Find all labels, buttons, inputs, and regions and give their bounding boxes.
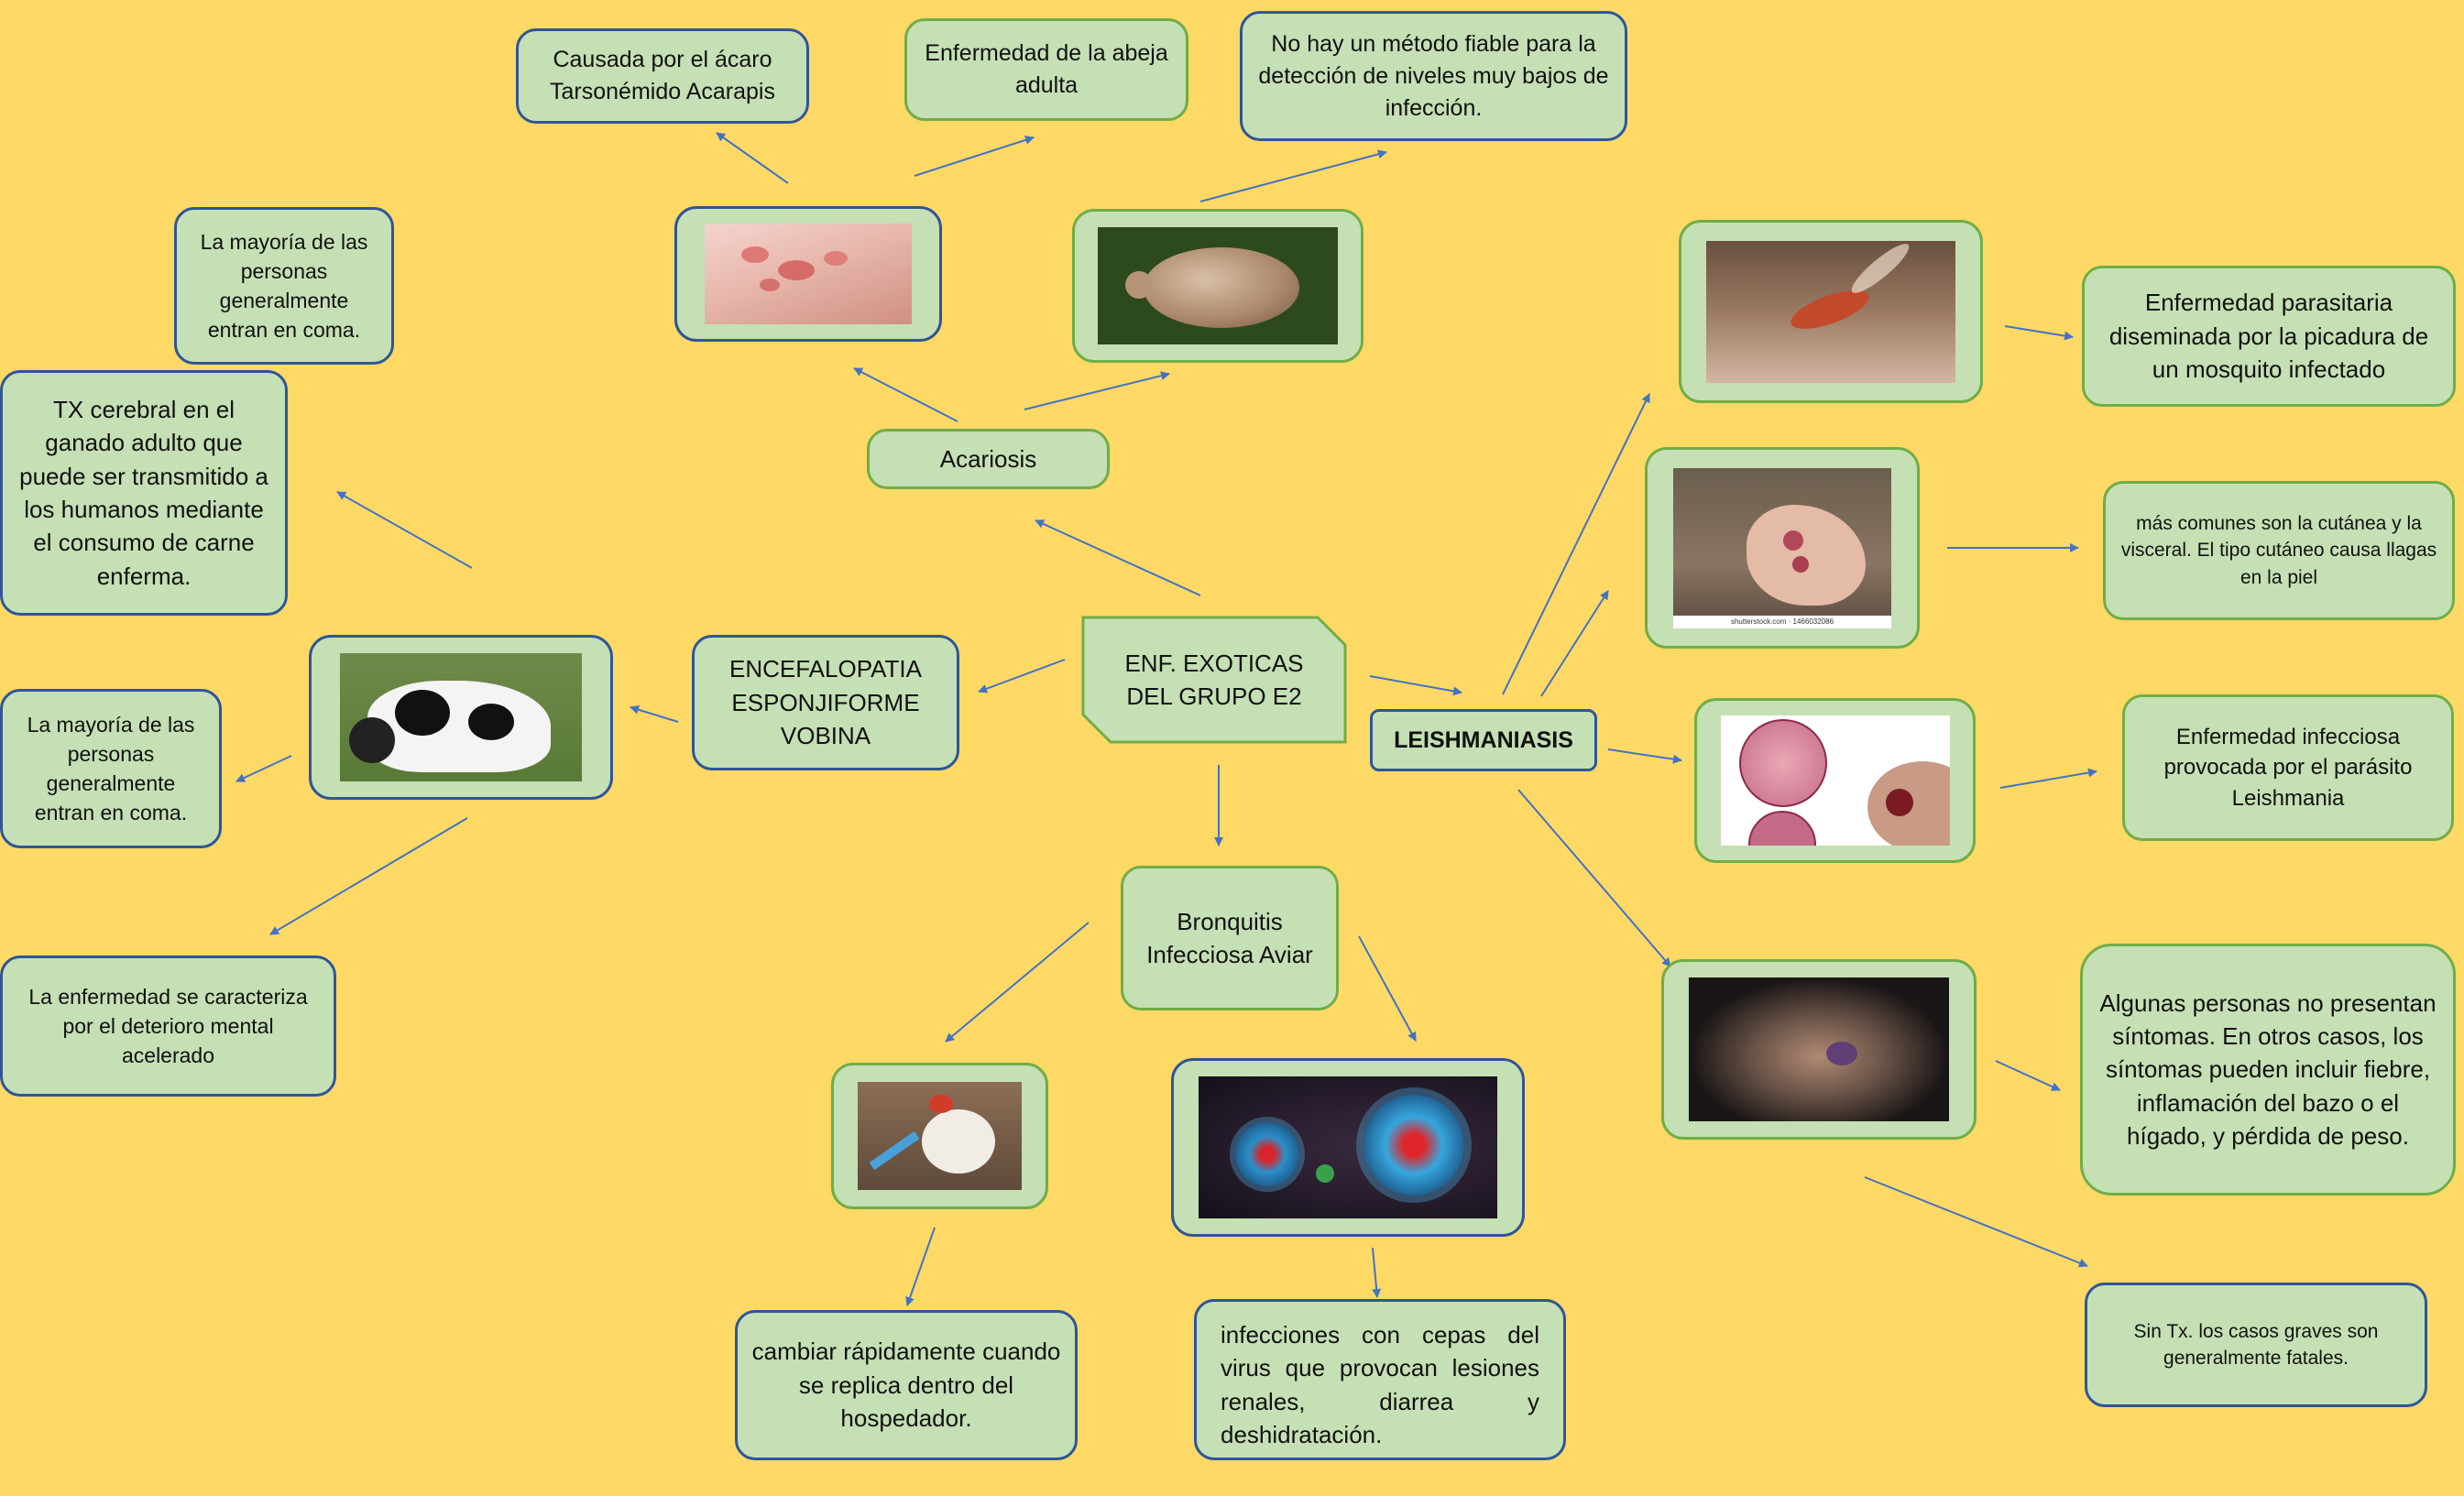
arrow-leish-face (1518, 790, 1670, 966)
mosquito-image-frame (1679, 220, 1983, 403)
mite-photo (1098, 227, 1338, 344)
leishmaniasis-label: LEISHMANIASIS (1394, 725, 1573, 757)
acariosis-fact-bee: Enfermedad de la abeja adulta (904, 18, 1188, 121)
arrow-bronq-virus (1359, 936, 1416, 1041)
central-node[interactable]: ENF. EXOTICAS DEL GRUPO E2 (1081, 616, 1347, 744)
leishmaniasis-fact-symptoms: Algunas personas no presentan síntomas. … (2080, 944, 2456, 1196)
virus-illustration (1199, 1076, 1497, 1218)
arrow-enc-cow (630, 707, 678, 722)
mite-image-frame (1072, 209, 1363, 363)
arrow-leish-mosquito (1503, 394, 1649, 694)
arrow-face-fact (1996, 1061, 2060, 1090)
acariosis-label: Acariosis (940, 442, 1036, 475)
encefalopatia-fact-tx: TX cerebral en el ganado adulto que pued… (0, 370, 288, 616)
leishmaniasis-node[interactable]: LEISHMANIASIS (1370, 709, 1597, 771)
arrow-central-leishmaniasis (1370, 676, 1462, 693)
arrow-img2-fact3 (1200, 152, 1386, 202)
parasite-image-frame (1694, 698, 1976, 863)
arrow-img1-fact2 (914, 137, 1034, 176)
encefalopatia-fact-coma-bottom: La mayoría de las personas generalmente … (0, 689, 222, 848)
encefalopatia-fact-coma-top: La mayoría de las personas generalmente … (174, 207, 394, 365)
virus-image-frame (1171, 1058, 1525, 1237)
bronquitis-fact-replica: cambiar rápidamente cuando se replica de… (735, 1310, 1078, 1460)
encefalopatia-node[interactable]: ENCEFALOPATIA ESPONJIFORME VOBINA (692, 635, 959, 770)
arrow-acariosis-img2 (1024, 374, 1169, 409)
bronquitis-node[interactable]: Bronquitis Infecciosa Aviar (1121, 866, 1339, 1010)
arrow-mosquito-fact (2005, 326, 2073, 337)
leishmaniasis-fact-parasite: Enfermedad infecciosa provocada por el p… (2122, 694, 2454, 841)
leishmaniasis-fact-fatal: Sin Tx. los casos graves son generalment… (2085, 1283, 2427, 1407)
arrow-leish-parasite (1608, 749, 1681, 760)
sick-cow-photo (340, 653, 582, 781)
skin-rash-image-frame (674, 206, 942, 342)
arrow-acariosis-img1 (854, 368, 958, 421)
arrow-chicken-fact (907, 1228, 935, 1305)
leishmaniasis-fact-mosquito: Enfermedad parasitaria diseminada por la… (2082, 266, 2456, 407)
chicken-vaccination-photo (858, 1082, 1022, 1190)
arrow-virus-fact (1373, 1248, 1377, 1297)
arrow-img1-fact1 (717, 133, 788, 183)
arrow-parasite-fact (2000, 771, 2097, 788)
arrow-cow-deterioro (270, 818, 467, 934)
parasite-illustration (1721, 715, 1950, 846)
sandfly-photo (1706, 241, 1955, 383)
skin-rash-photo (705, 224, 912, 324)
encefalopatia-label: ENCEFALOPATIA ESPONJIFORME VOBINA (707, 652, 944, 752)
acariosis-fact-cause: Causada por el ácaro Tarsonémido Acarapi… (516, 28, 809, 124)
photo-watermark: shutterstock.com · 1466032086 (1673, 616, 1891, 628)
arrow-central-acariosis (1035, 520, 1200, 595)
chicken-image-frame (831, 1063, 1048, 1209)
arrow-central-encefalopatia (979, 660, 1065, 692)
arrow-face-fatal (1865, 1177, 2087, 1266)
arrow-leish-foot (1541, 591, 1608, 696)
acariosis-node[interactable]: Acariosis (867, 429, 1110, 489)
central-node-label: ENF. EXOTICAS DEL GRUPO E2 (1109, 636, 1320, 724)
arrow-cow-coma (236, 756, 291, 781)
bronquitis-fact-cepas: infecciones con cepas del virus que prov… (1194, 1299, 1566, 1460)
face-image-frame (1661, 959, 1977, 1140)
foot-lesion-photo: shutterstock.com · 1466032086 (1673, 468, 1891, 628)
arrow-cow-tx (337, 492, 472, 568)
leishmaniasis-fact-types: más comunes son la cutánea y la visceral… (2103, 481, 2455, 620)
bronquitis-label: Bronquitis Infecciosa Aviar (1136, 905, 1323, 972)
encefalopatia-fact-deterioro: La enfermedad se caracteriza por el dete… (0, 955, 336, 1097)
cow-image-frame (309, 635, 613, 800)
acariosis-fact-detection: No hay un método fiable para la detecció… (1240, 11, 1627, 141)
face-lesion-photo (1689, 977, 1949, 1121)
foot-image-frame: shutterstock.com · 1466032086 (1645, 447, 1920, 649)
arrow-bronq-chicken (946, 923, 1089, 1042)
